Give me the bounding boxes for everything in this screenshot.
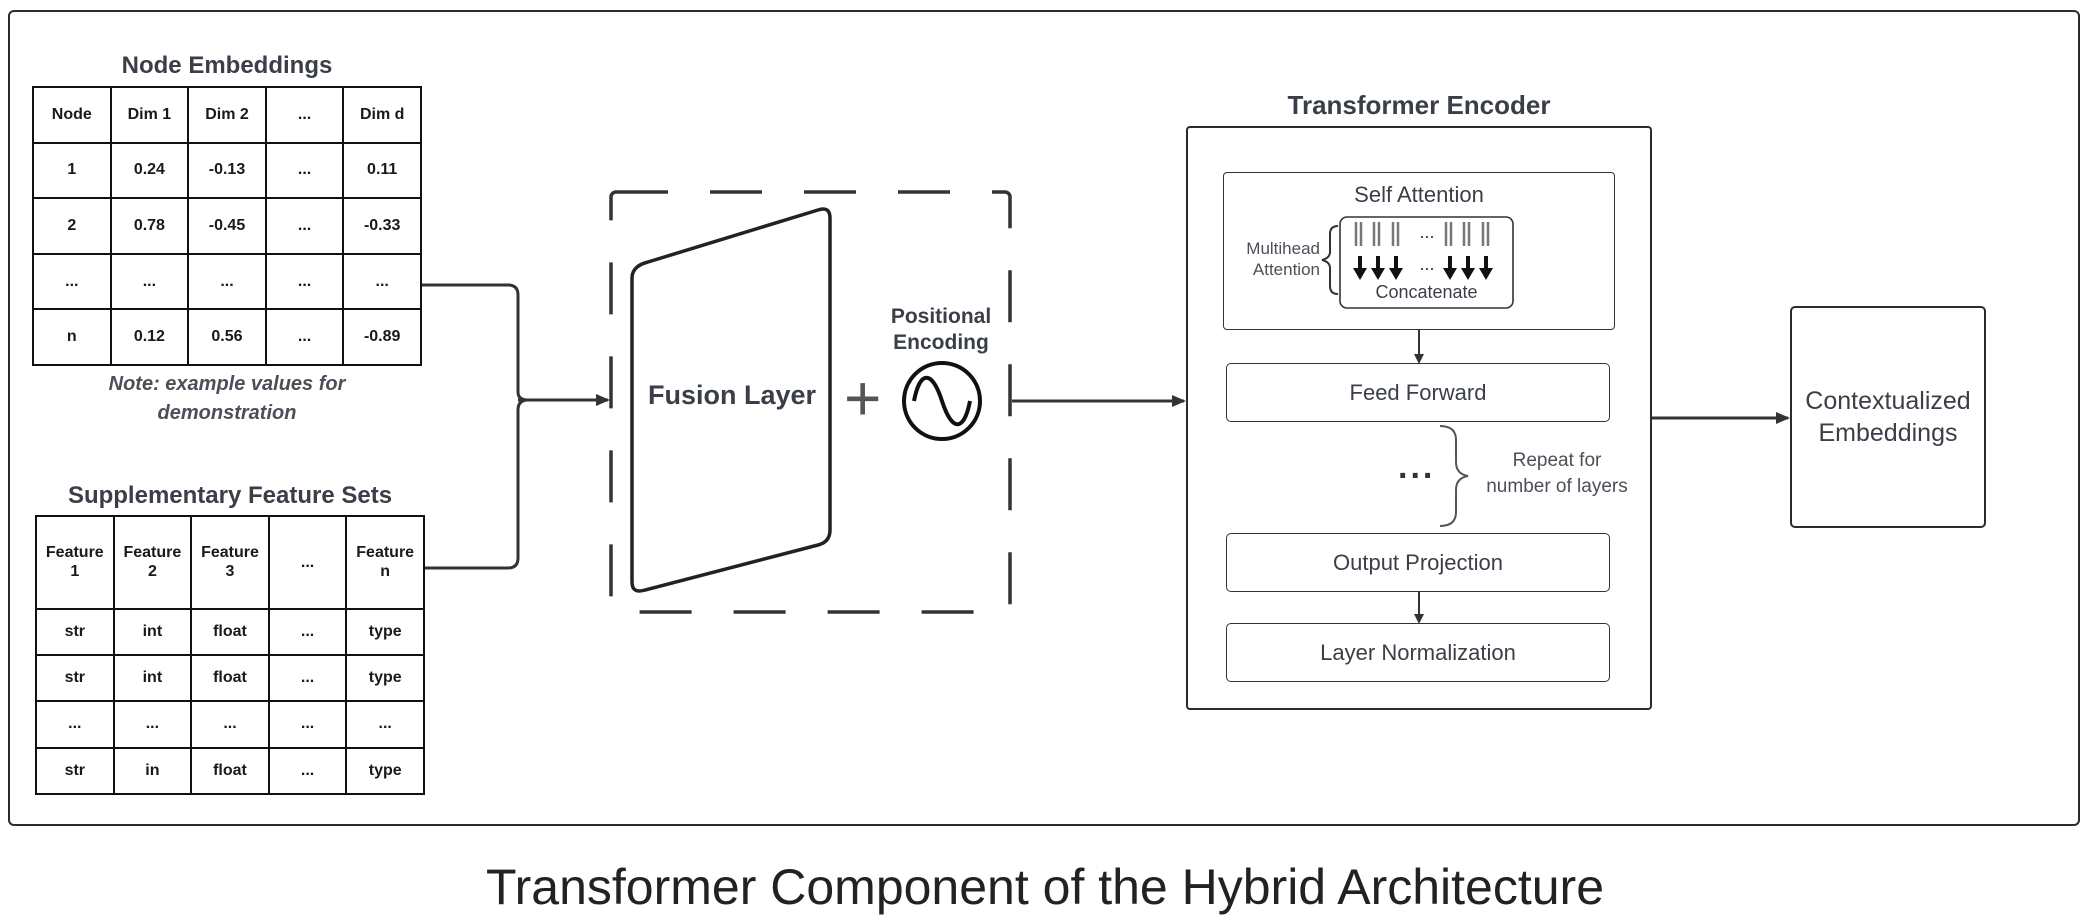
- table-header-row: Node Dim 1 Dim 2 ... Dim d: [32, 86, 422, 144]
- diagram-frame: [8, 10, 2080, 826]
- positional-encoding-circle: [902, 361, 982, 441]
- table-row: str int float ... type: [35, 607, 425, 656]
- table-cell: ...: [267, 515, 348, 610]
- fusion-dashed-container: [609, 190, 1012, 614]
- repeat-brace: [1439, 425, 1469, 527]
- multihead-brace: [1321, 225, 1339, 295]
- table-cell: ...: [187, 252, 267, 311]
- table-cell: int: [112, 653, 193, 703]
- table-row: ... ... ... ... ...: [35, 700, 425, 749]
- table-cell: Dim 2: [187, 86, 267, 144]
- table-cell: ...: [112, 700, 193, 749]
- note-line-1: Note: example values for: [108, 373, 346, 395]
- table-cell: ...: [345, 700, 425, 749]
- plus-sign: +: [844, 362, 882, 434]
- note-line-2: demonstration: [157, 402, 297, 424]
- table-row: 1 0.24 -0.13 ... 0.11: [32, 141, 422, 200]
- table-cell: -0.33: [342, 197, 422, 255]
- table-cell: ...: [267, 700, 348, 749]
- table-row: str int float ... type: [35, 653, 425, 703]
- self-attention-box: [1223, 172, 1615, 330]
- table-cell: n: [32, 308, 112, 366]
- table-cell: float: [190, 746, 270, 796]
- multihead-box: [1339, 216, 1514, 309]
- table-cell: str: [35, 653, 115, 703]
- table-cell: Dim d: [342, 86, 422, 144]
- node-embeddings-table: Node Dim 1 Dim 2 ... Dim d 1 0.24 -0.13 …: [32, 86, 422, 366]
- contextualized-embeddings-box: Contextualized Embeddings: [1790, 306, 1986, 528]
- table-cell: type: [345, 653, 425, 703]
- table-cell: ...: [264, 197, 345, 255]
- table-cell: ...: [264, 252, 345, 311]
- table-cell: int: [112, 607, 193, 656]
- table-cell: 1: [32, 141, 112, 200]
- transformer-encoder-box: [1186, 126, 1652, 710]
- table-cell: type: [345, 607, 425, 656]
- table-cell: ...: [342, 252, 422, 311]
- table-cell: ...: [267, 653, 348, 703]
- example-values-note: Note: example values for demonstration: [60, 370, 394, 428]
- table-row: n 0.12 0.56 ... -0.89: [32, 308, 422, 366]
- table-cell: ...: [267, 746, 348, 796]
- output-projection-box: Output Projection: [1226, 533, 1610, 592]
- head-dots-top: ...: [1419, 222, 1435, 242]
- table-cell: in: [112, 746, 193, 796]
- table-cell: 0.24: [109, 141, 190, 200]
- fusion-layer-label: Fusion Layer: [648, 380, 817, 410]
- table-cell: 0.78: [109, 197, 190, 255]
- repeat-layers-label: Repeat for number of layers: [1486, 450, 1628, 497]
- table-cell: ...: [264, 308, 345, 366]
- table-cell: ...: [267, 607, 348, 656]
- table-cell: float: [190, 607, 270, 656]
- transformer-encoder-title: Transformer Encoder: [1287, 90, 1551, 120]
- features-connector: [425, 398, 529, 570]
- repeat-ellipsis: ...: [1398, 448, 1436, 486]
- head-arrows: [1353, 256, 1493, 280]
- table-cell: ...: [35, 700, 115, 749]
- table-cell: 0.56: [187, 308, 267, 366]
- table-cell: str: [35, 607, 115, 656]
- figure-caption: Transformer Component of the Hybrid Arch…: [485, 859, 1605, 915]
- sine-wave-icon: [912, 376, 972, 426]
- table-cell: Node: [32, 86, 112, 144]
- head-bars-right: [1444, 222, 1490, 246]
- supplementary-features-title: Supplementary Feature Sets: [67, 482, 393, 509]
- table-cell: type: [345, 746, 425, 796]
- table-cell: ...: [264, 141, 345, 200]
- node-embeddings-title: Node Embeddings: [121, 52, 333, 79]
- table-cell: ...: [109, 252, 190, 311]
- table-cell: str: [35, 746, 115, 796]
- head-bars-left: [1354, 222, 1400, 246]
- concatenate-label: Concatenate: [1375, 282, 1478, 302]
- table-cell: -0.45: [187, 197, 267, 255]
- multihead-attention-label: Multihead Attention: [1246, 239, 1320, 279]
- table-cell: ...: [32, 252, 112, 311]
- table-row: 2 0.78 -0.45 ... -0.33: [32, 197, 422, 255]
- table-cell: ...: [264, 86, 345, 144]
- table-cell: 0.12: [109, 308, 190, 366]
- table-row: str in float ... type: [35, 746, 425, 796]
- node-embeddings-connector: [422, 283, 529, 402]
- table-row: ... ... ... ... ...: [32, 252, 422, 311]
- table-cell: -0.13: [187, 141, 267, 200]
- layer-normalization-box: Layer Normalization: [1226, 623, 1610, 682]
- table-cell: Dim 1: [109, 86, 190, 144]
- positional-encoding-label: Positional Encoding: [890, 305, 992, 354]
- table-cell: -0.89: [342, 308, 422, 366]
- table-cell: 2: [32, 197, 112, 255]
- fusion-trapezoid: [630, 207, 832, 593]
- head-dots-bottom: ...: [1419, 254, 1435, 274]
- table-cell: ...: [190, 700, 270, 749]
- self-attention-label: Self Attention: [1354, 182, 1484, 207]
- feed-forward-box: Feed Forward: [1226, 363, 1610, 422]
- table-cell: 0.11: [342, 141, 422, 200]
- table-cell: float: [190, 653, 270, 703]
